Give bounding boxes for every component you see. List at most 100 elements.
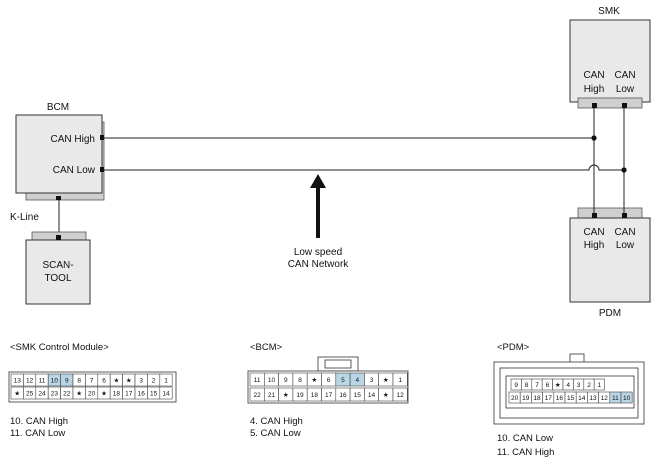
scan-tool-terminal [56, 235, 61, 240]
smk-pin-2: 11. CAN Low [10, 428, 65, 439]
smk-pin-label: ★ [126, 377, 132, 384]
bcm-pin-label: 17 [325, 392, 333, 399]
bcm-pin-cell [392, 387, 408, 402]
pdm-pin-label: 12 [601, 395, 609, 402]
smk-can-low-label-1: CAN [614, 70, 635, 81]
pdm-pin-label: 15 [567, 395, 575, 402]
bcm-pin-label: 22 [254, 392, 262, 399]
scan-tool: SCAN- TOOL [25, 231, 91, 305]
pdm-pin-label: ★ [555, 382, 561, 389]
bcm-pin-label: 3 [370, 377, 374, 384]
k-line-label: K-Line [10, 212, 39, 223]
pdm-pin-label: 2 [587, 382, 591, 389]
pdm-can-high-terminal [592, 213, 597, 218]
smk-pin-label: 24 [38, 390, 46, 397]
pdm-pin-label: 14 [578, 395, 586, 402]
bcm-can-low-terminal [100, 167, 104, 172]
smk-pin-label: 14 [162, 390, 170, 397]
can-low-trunk [104, 164, 624, 171]
bcm-pin-label: 19 [296, 392, 304, 399]
pdm-pin-label: 4 [566, 382, 570, 389]
smk-connector-title: <SMK Control Module> [10, 342, 109, 353]
smk-pin-label: 11 [39, 377, 46, 384]
can-bus-wires [104, 108, 627, 213]
pdm-pin-label: 1 [598, 382, 602, 389]
bcm-module: BCM CAN High CAN Low [15, 102, 105, 201]
pdm-pin-2: 11. CAN High [497, 447, 554, 458]
bcm-pin-label: ★ [311, 377, 317, 384]
smk-pin-label: 8 [77, 377, 81, 384]
scan-tool-label-line1: SCAN- [42, 260, 73, 271]
bcm-can-high-terminal [100, 135, 104, 140]
scan-tool-label-line2: TOOL [44, 273, 71, 284]
pdm-pin-label: 8 [525, 382, 529, 389]
pdm-can-low-label-1: CAN [614, 227, 635, 238]
smk-pin-label: 12 [26, 377, 34, 384]
bcm-pin-label: 10 [268, 377, 276, 384]
pdm-pin-cell [593, 378, 605, 391]
smk-pin-label: ★ [76, 390, 82, 397]
bcm-kline-terminal [56, 196, 61, 200]
bcm-pin-label: 1 [398, 377, 402, 384]
bcm-pin-label: 6 [327, 377, 331, 384]
smk-pin-label: 18 [113, 390, 121, 397]
bcm-pin-label: 9 [284, 377, 288, 384]
pdm-can-high-label-2: High [584, 240, 605, 251]
can-high-junction [591, 135, 597, 141]
smk-pin-label: 17 [125, 390, 133, 397]
pdm-pin-label: 18 [533, 395, 541, 402]
pdm-pin-1: 10. CAN Low [497, 433, 553, 444]
smk-can-low-terminal [622, 103, 627, 108]
pdm-pin-label: 13 [589, 395, 597, 402]
smk-pin-cell [159, 386, 173, 400]
bcm-pin-label: 5 [341, 377, 345, 384]
bcm-pin-label: 8 [298, 377, 302, 384]
smk-label: SMK [598, 6, 620, 17]
smk-pin-label: ★ [113, 377, 119, 384]
pdm-pin-label: 9 [514, 382, 518, 389]
bcm-pin-label: 21 [268, 392, 276, 399]
smk-can-high-label-1: CAN [583, 70, 604, 81]
pdm-can-low-label-2: Low [616, 240, 635, 251]
smk-pin-cell [159, 373, 173, 387]
bcm-pin-label: 16 [339, 392, 347, 399]
pdm-label: PDM [599, 308, 621, 319]
smk-pin-label: ★ [101, 390, 107, 397]
smk-pin-label: 3 [139, 377, 143, 384]
smk-pin-label: 2 [152, 377, 156, 384]
smk-pin-label: 13 [14, 377, 22, 384]
network-pointer: Low speed CAN Network [288, 174, 349, 270]
bcm-connector-title: <BCM> [250, 342, 283, 353]
pdm-pin-label: 6 [546, 382, 550, 389]
pdm-pin-label: 17 [545, 395, 553, 402]
smk-can-low-label-2: Low [616, 84, 635, 95]
smk-pin-label: ★ [14, 390, 20, 397]
bcm-pin-2: 5. CAN Low [250, 428, 301, 439]
smk-pin-label: 6 [102, 377, 106, 384]
pdm-pin-label: 20 [511, 395, 519, 402]
smk-can-high-label-2: High [584, 84, 605, 95]
bcm-pin-label: 11 [254, 377, 261, 384]
bcm-pin-label: ★ [283, 392, 289, 399]
smk-pin-label: 1 [164, 377, 168, 384]
bcm-pin-1: 4. CAN High [250, 416, 303, 427]
pdm-pin-label: 7 [535, 382, 539, 389]
pdm-pin-label: 11 [612, 395, 619, 402]
pdm-connector-title: <PDM> [497, 342, 530, 353]
smk-pin-label: 15 [150, 390, 158, 397]
pdm-pin-label: 19 [522, 395, 530, 402]
smk-pin-label: 22 [63, 390, 71, 397]
smk-pin-1: 10. CAN High [10, 416, 68, 427]
smk-pin-label: 25 [26, 390, 34, 397]
smk-can-high-terminal [592, 103, 597, 108]
bcm-pin-label: ★ [383, 392, 389, 399]
smk-pin-label: 16 [138, 390, 146, 397]
smk-pin-label: 10 [51, 377, 59, 384]
pdm-can-low-terminal [622, 213, 627, 218]
